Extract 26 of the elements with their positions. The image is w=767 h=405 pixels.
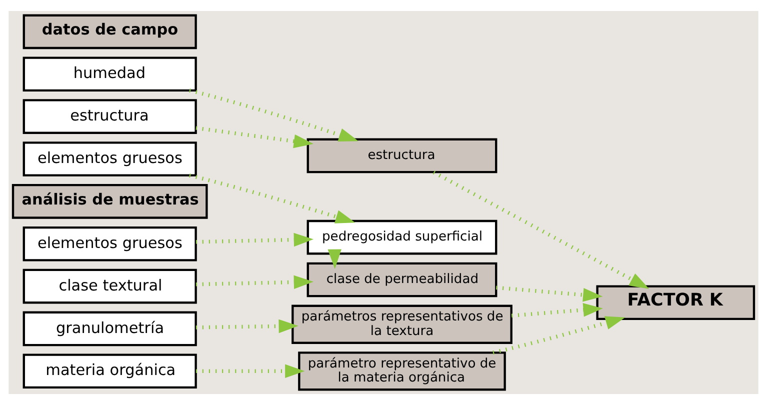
node-box: elementos gruesos [22, 226, 197, 262]
node-box: humedad [22, 56, 197, 92]
node-box: clase textural [22, 268, 197, 304]
arrow [196, 364, 305, 378]
arrow [496, 286, 603, 302]
arrow [189, 174, 356, 224]
node-box: FACTOR K [596, 285, 756, 320]
node-box: estructura [306, 138, 498, 174]
node-box: parámetro representativo de la materia orgánica [298, 352, 506, 391]
node-box: materia orgánica [22, 354, 197, 389]
arrow [328, 249, 342, 269]
node-box: granulometría [22, 311, 197, 346]
node-box: análisis de muestras [12, 184, 208, 219]
arrow [492, 316, 626, 354]
arrow [511, 303, 603, 318]
arrow [432, 170, 650, 289]
arrow [196, 319, 298, 334]
node-box: parámetros representativos de la textura [292, 304, 512, 344]
node-box: datos de campo [22, 14, 197, 50]
arrow [196, 275, 314, 290]
arrow [196, 126, 314, 148]
arrow [189, 88, 358, 142]
arrow [196, 232, 314, 247]
node-box: elementos gruesos [22, 142, 197, 176]
node-box: estructura [22, 99, 197, 134]
node-box: clase de permeabilidad [306, 262, 498, 298]
